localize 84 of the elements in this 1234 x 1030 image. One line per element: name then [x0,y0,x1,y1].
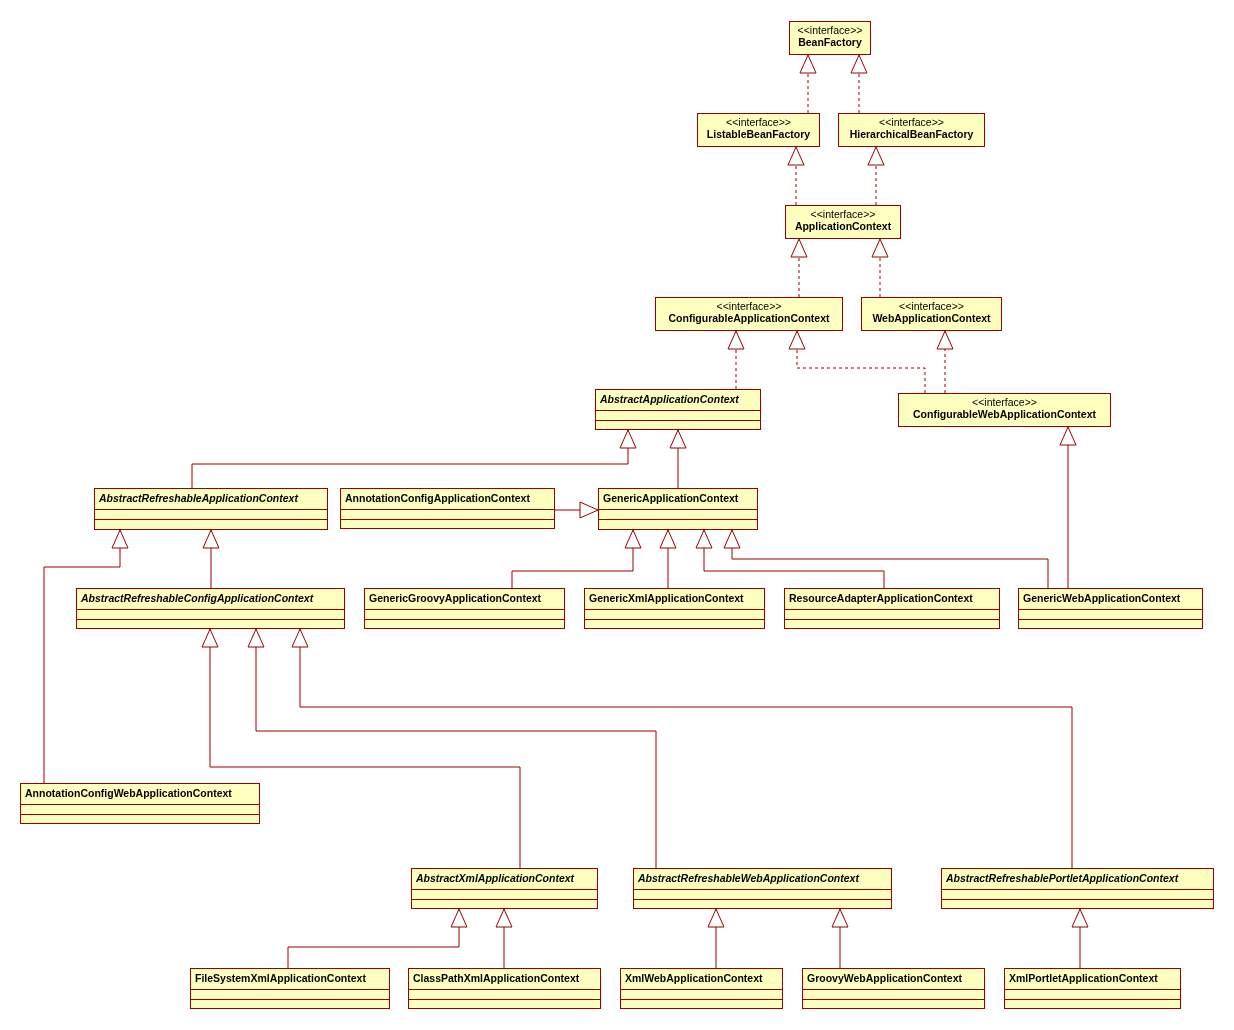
realization-arrow [936,330,954,394]
inheritance-arrow [511,529,642,589]
class-name: AbstractRefreshableWebApplicationContext [637,871,861,886]
class-box [802,968,985,1009]
class-box [340,488,555,529]
class-name: BeanFactory [797,36,863,49]
inheritance-arrow [1059,426,1077,589]
class-box [1004,968,1181,1009]
inheritance-arrow [723,529,1049,589]
class-name: AbstractRefreshableConfigApplicationContext [80,591,315,606]
realization-arrow [871,238,889,298]
class-name: GenericApplicationContext [602,491,740,506]
class-box [1018,588,1203,629]
realization-arrow [788,330,926,394]
stereotype-label: <<interface>> [898,300,965,312]
class-box [784,588,1000,629]
inheritance-arrow [554,501,599,519]
interface-box [655,297,843,331]
stereotype-label: <<interface>> [715,300,783,312]
interface-box [861,297,1002,331]
abstract-class-box [595,389,761,430]
class-name: ClassPathXmlApplicationContext [412,971,581,986]
class-name: ConfigurableApplicationContext [667,312,831,325]
class-name: ApplicationContext [793,220,893,233]
interface-box [789,21,871,55]
class-name: XmlPortletApplicationContext [1008,971,1159,986]
stereotype-label: <<interface>> [809,208,877,220]
inheritance-arrow [202,529,220,589]
class-name: XmlWebApplicationContext [624,971,764,986]
class-name: ConfigurableWebApplicationContext [912,408,1097,421]
class-name: GenericWebApplicationContext [1022,591,1182,606]
class-box [620,968,783,1009]
inheritance-arrow [831,908,849,969]
abstract-class-box [633,868,892,909]
stereotype-label: <<interface>> [971,396,1038,408]
interface-box [785,205,901,239]
abstract-class-box [94,488,328,530]
realization-arrow [850,54,868,114]
class-name: ListableBeanFactory [705,128,812,141]
class-name: GenericGroovyApplicationContext [368,591,543,606]
class-name: ResourceAdapterApplicationContext [788,591,974,606]
class-name: AbstractRefreshablePortletApplicationContext [945,871,1180,886]
inheritance-arrow [191,429,637,489]
class-name: AnnotationConfigWebApplicationContext [24,786,233,801]
inheritance-arrow [43,529,129,784]
inheritance-arrow [695,529,885,589]
realization-arrow [799,54,817,114]
class-box [408,968,601,1009]
realization-arrow [787,146,805,206]
inheritance-arrow [707,908,725,969]
class-name: AbstractRefreshableApplicationContext [98,491,300,506]
inheritance-arrow [659,529,677,589]
class-box [598,488,758,530]
inheritance-arrow [201,628,521,869]
abstract-class-box [941,868,1214,909]
class-name: AbstractApplicationContext [599,392,740,407]
stereotype-label: <<interface>> [796,24,864,36]
inheritance-arrow [495,908,513,969]
interface-box [898,393,1111,427]
abstract-class-box [411,868,598,909]
realization-arrow [727,330,745,390]
class-name: AnnotationConfigApplicationContext [344,491,531,506]
class-name: GroovyWebApplicationContext [806,971,963,986]
class-name: HierarchicalBeanFactory [848,128,975,141]
realization-arrow [867,146,885,206]
class-name: FileSystemXmlApplicationContext [194,971,367,986]
class-box [584,588,765,629]
inheritance-arrow [287,908,468,969]
class-name: AbstractXmlApplicationContext [415,871,576,886]
inheritance-arrow [1071,908,1089,969]
realization-arrow [790,238,808,298]
inheritance-arrow [291,628,1073,869]
inheritance-arrow [669,429,687,489]
class-name: GenericXmlApplicationContext [588,591,745,606]
class-box [190,968,390,1009]
interface-box [838,113,985,147]
class-box [20,783,260,824]
inheritance-arrow [247,628,657,869]
stereotype-label: <<interface>> [878,116,945,128]
class-name: WebApplicationContext [871,312,992,325]
interface-box [697,113,820,147]
stereotype-label: <<interface>> [725,116,792,128]
class-box [364,588,565,629]
abstract-class-box [76,588,345,629]
